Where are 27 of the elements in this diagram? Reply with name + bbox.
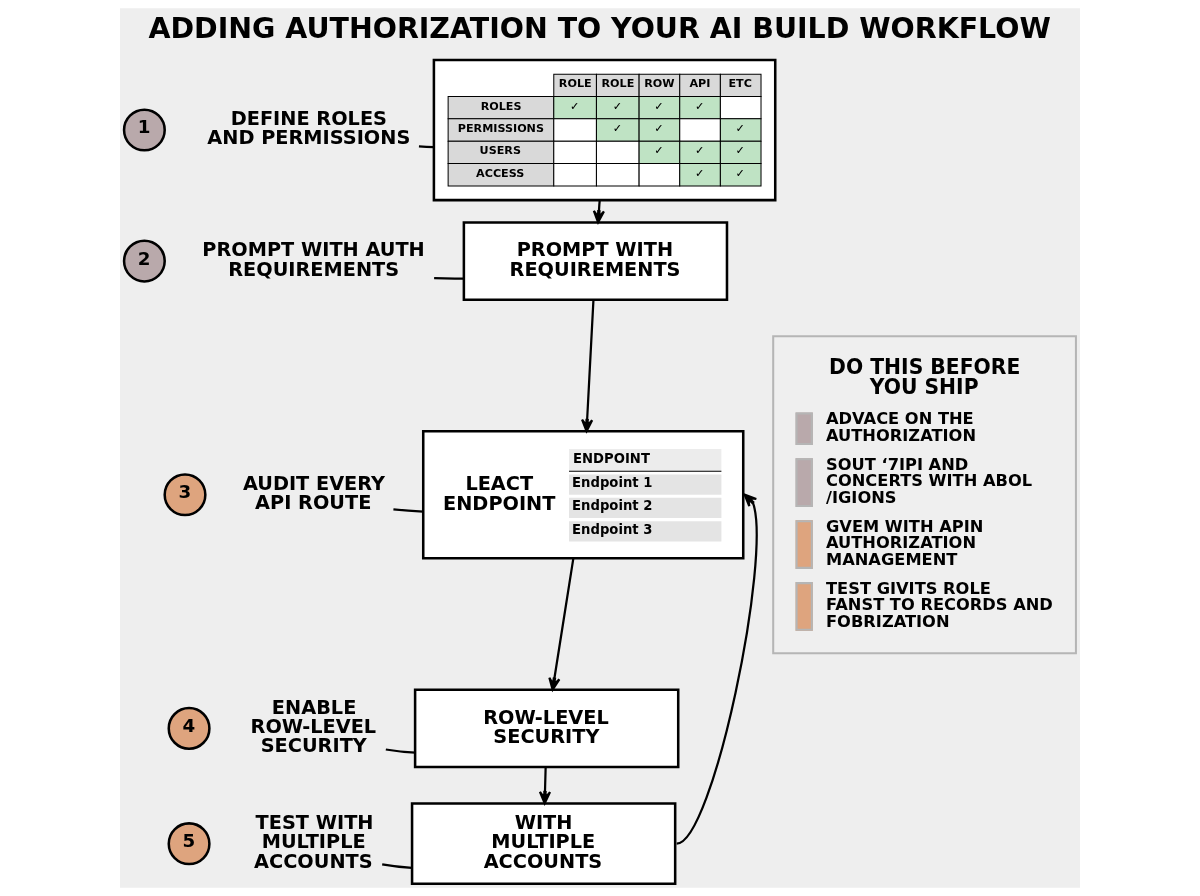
label: API: [689, 77, 711, 91]
diagram-title: ADDING AUTHORIZATION TO YOUR AI BUILD WORKFLOW: [148, 11, 1051, 45]
label: ✓: [654, 121, 664, 135]
label: ROLE: [601, 77, 635, 91]
label: ✓: [654, 144, 664, 158]
label: USERS: [479, 144, 521, 158]
node-text: ENABLE ROW-LEVEL SECURITY: [250, 695, 377, 758]
label: PERMISSIONS: [457, 121, 544, 135]
node-text: AUDIT EVERY API ROUTE: [242, 471, 386, 515]
node-text: TEST WITH MULTIPLE ACCOUNTS: [254, 811, 374, 873]
node-text: PROMPT WITH AUTH REQUIREMENTS: [202, 238, 425, 281]
label: ✓: [735, 144, 745, 158]
label: ✓: [735, 121, 745, 135]
label: ✓: [735, 166, 745, 180]
label: ✓: [654, 99, 664, 113]
label: ✓: [694, 99, 705, 113]
label: ROLE: [558, 77, 592, 91]
label: ROW: [644, 77, 675, 91]
label: ✓: [570, 99, 580, 113]
node-text: DEFINE ROLES AND PERMISSIONS: [207, 107, 411, 150]
label: ✓: [694, 144, 705, 158]
label: ✓: [612, 99, 623, 113]
label: ETC: [728, 77, 752, 91]
label: ACCESS: [476, 166, 525, 180]
label: ROLES: [480, 99, 522, 113]
label: ✓: [694, 166, 705, 180]
label: ✓: [612, 121, 623, 135]
